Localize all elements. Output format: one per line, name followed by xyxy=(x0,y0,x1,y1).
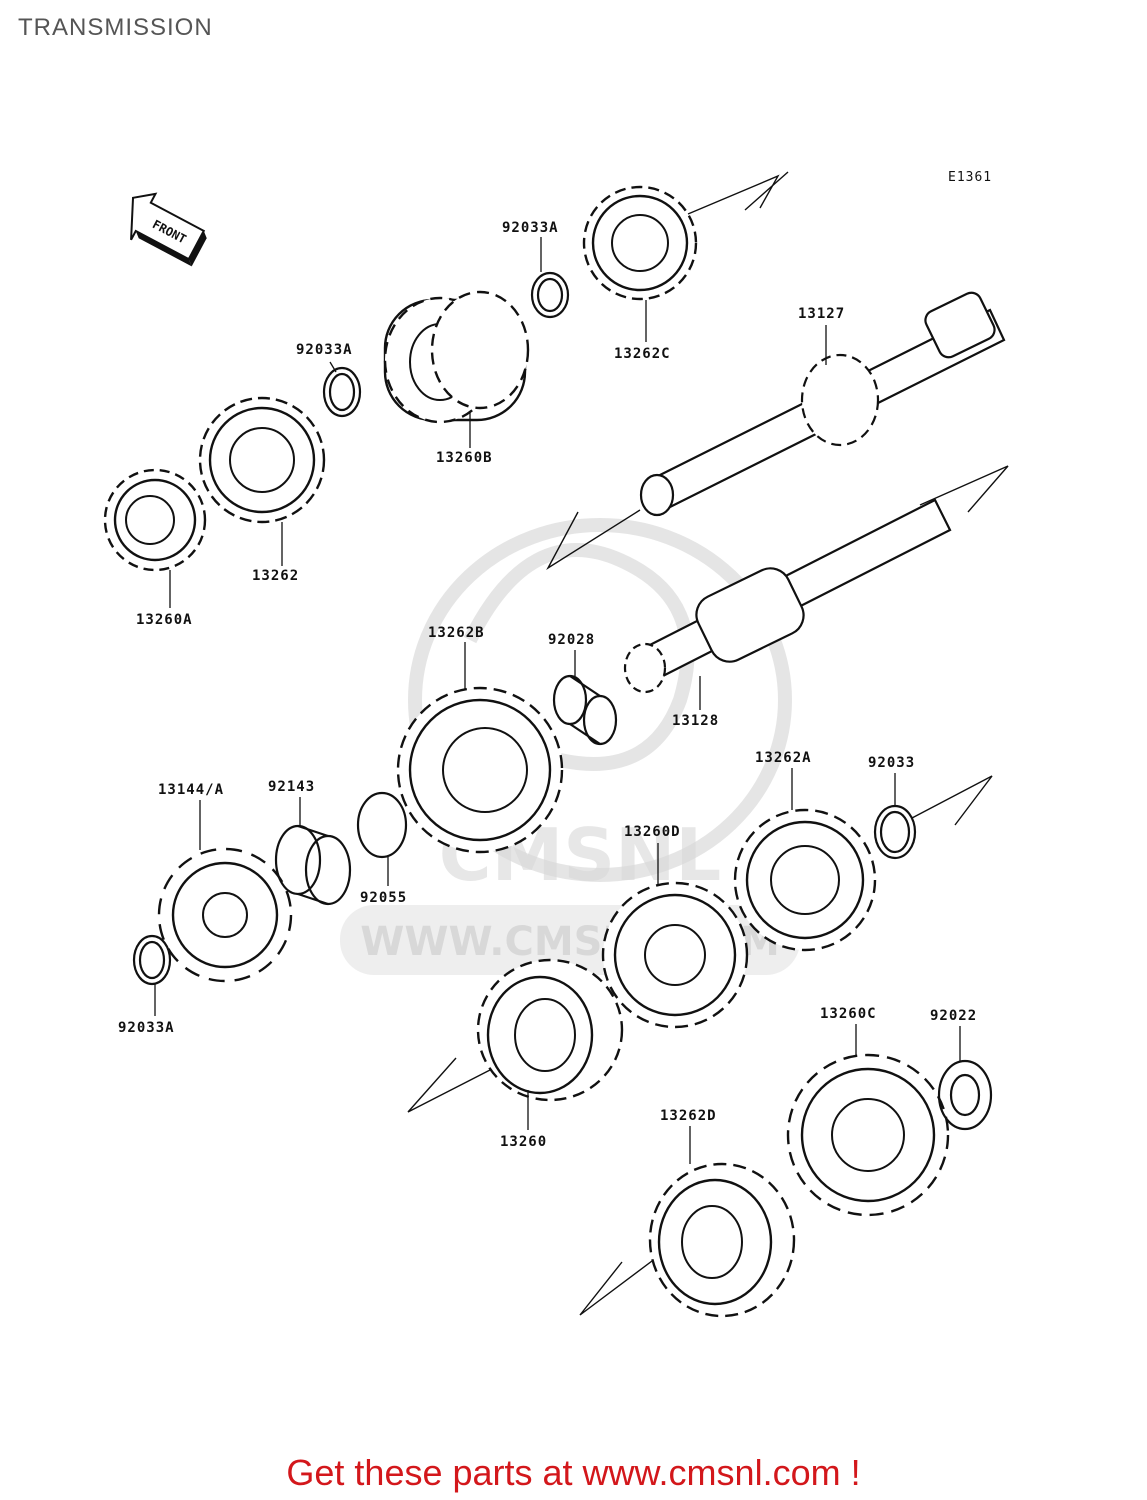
part-label-92055[interactable]: 92055 xyxy=(360,890,408,906)
part-label-13262d[interactable]: 13262D xyxy=(660,1108,717,1124)
footer-shop-link[interactable]: Get these parts at www.cmsnl.com ! xyxy=(286,1452,861,1493)
figure-code: E1361 xyxy=(948,170,993,185)
gear-13262d-icon xyxy=(648,1162,796,1318)
snap-ring-92033a-mid-icon xyxy=(322,366,362,418)
part-label-13144a[interactable]: 13144/A xyxy=(158,782,225,798)
bushing-92028-icon xyxy=(552,674,618,746)
part-label-13262c[interactable]: 13262C xyxy=(614,346,671,362)
gear-13260d-icon xyxy=(601,881,749,1029)
arrow-shaft-upper xyxy=(546,509,641,571)
arrow-bottom xyxy=(579,1254,661,1316)
part-label-13262[interactable]: 13262 xyxy=(252,568,300,584)
gear-13262a-icon xyxy=(733,808,877,952)
part-label-13262a[interactable]: 13262A xyxy=(755,750,812,766)
part-label-13260b[interactable]: 13260B xyxy=(436,450,493,466)
sprocket-13144a-icon xyxy=(157,847,293,983)
arrow-shaft-lower xyxy=(919,465,1009,513)
collar-92143-icon xyxy=(274,824,352,906)
part-label-13262b[interactable]: 13262B xyxy=(428,625,485,641)
o-ring-92055-icon xyxy=(356,791,408,859)
shaft-13128-icon xyxy=(623,498,952,694)
snap-ring-92033-icon xyxy=(873,804,917,860)
snap-ring-92033a-low-icon xyxy=(132,934,172,986)
gear-13262-icon xyxy=(198,396,326,524)
arrow-left-low xyxy=(407,1057,491,1113)
gear-13260-icon xyxy=(476,958,624,1102)
snap-ring-92033a-top-icon xyxy=(530,271,570,319)
part-label-13260d[interactable]: 13260D xyxy=(624,824,681,840)
gear-13262b-icon xyxy=(396,686,564,854)
part-label-13260a[interactable]: 13260A xyxy=(136,612,193,628)
direction-arrows xyxy=(407,171,1009,1316)
gear-13260c-icon xyxy=(786,1053,950,1217)
part-label-92143[interactable]: 92143 xyxy=(268,779,316,795)
shaft-13127-icon xyxy=(639,291,1006,517)
part-label-92033a-mid[interactable]: 92033A xyxy=(296,342,353,358)
part-label-13127[interactable]: 13127 xyxy=(798,306,846,322)
washer-92022-icon xyxy=(937,1059,993,1131)
part-label-13128[interactable]: 13128 xyxy=(672,713,720,729)
part-label-92033a-top[interactable]: 92033A xyxy=(502,220,559,236)
arrow-right-mid xyxy=(911,775,993,826)
part-label-92033[interactable]: 92033 xyxy=(868,755,916,771)
arrow-top-right xyxy=(687,174,780,215)
part-label-92022[interactable]: 92022 xyxy=(930,1008,978,1024)
gear-13260a-icon xyxy=(103,468,207,572)
part-label-92033a-low[interactable]: 92033A xyxy=(118,1020,175,1036)
leader-lines xyxy=(154,237,961,1164)
part-label-13260c[interactable]: 13260C xyxy=(820,1006,877,1022)
gear-13260b-icon xyxy=(383,290,530,424)
gear-13262c-icon xyxy=(582,185,698,301)
front-arrow-icon: FRONT xyxy=(130,192,207,267)
part-label-92028[interactable]: 92028 xyxy=(548,632,596,648)
part-label-13260[interactable]: 13260 xyxy=(500,1134,548,1150)
page-title: TRANSMISSION xyxy=(18,14,213,41)
